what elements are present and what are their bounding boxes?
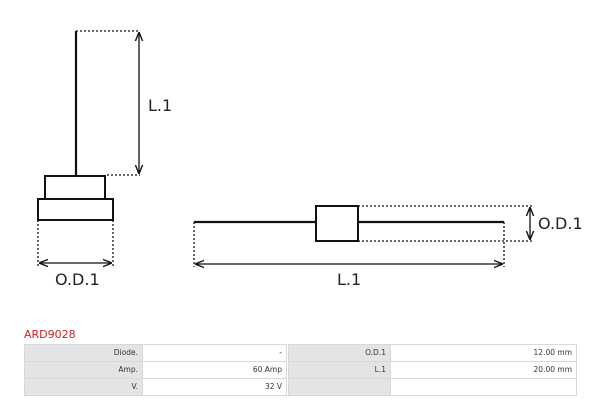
spec-label bbox=[288, 378, 391, 396]
spec-label: O.D.1 bbox=[288, 344, 391, 362]
spec-table: Diode. - O.D.1 12.00 mm Amp. 60 Amp L.1 … bbox=[24, 344, 577, 396]
table-row: V. 32 V bbox=[24, 378, 577, 396]
spec-value: 60 Amp bbox=[142, 361, 287, 379]
left-length-label: L.1 bbox=[148, 96, 172, 115]
right-view-body bbox=[315, 205, 359, 242]
table-row: Amp. 60 Amp L.1 20.00 mm bbox=[24, 361, 577, 379]
left-view: L.1 O.D.1 bbox=[37, 30, 172, 289]
product-code: ARD9028 bbox=[24, 328, 76, 341]
spec-value: 32 V bbox=[142, 378, 287, 396]
left-view-base bbox=[37, 198, 114, 221]
technical-drawing: L.1 O.D.1 O.D.1 L.1 bbox=[37, 30, 583, 289]
spec-label: V. bbox=[24, 378, 143, 396]
column-gap bbox=[286, 344, 289, 362]
right-length-label: L.1 bbox=[337, 270, 361, 289]
spec-value bbox=[390, 378, 577, 396]
spec-value: - bbox=[142, 344, 287, 362]
column-gap bbox=[286, 361, 289, 379]
spec-label: L.1 bbox=[288, 361, 391, 379]
table-row: Diode. - O.D.1 12.00 mm bbox=[24, 344, 577, 362]
spec-value: 12.00 mm bbox=[390, 344, 577, 362]
column-gap bbox=[286, 378, 289, 396]
right-view: O.D.1 L.1 bbox=[193, 205, 583, 289]
spec-label: Diode. bbox=[24, 344, 143, 362]
left-diameter-label: O.D.1 bbox=[55, 270, 100, 289]
left-view-cap bbox=[44, 175, 106, 200]
spec-label: Amp. bbox=[24, 361, 143, 379]
spec-value: 20.00 mm bbox=[390, 361, 577, 379]
right-diameter-label: O.D.1 bbox=[538, 214, 583, 233]
